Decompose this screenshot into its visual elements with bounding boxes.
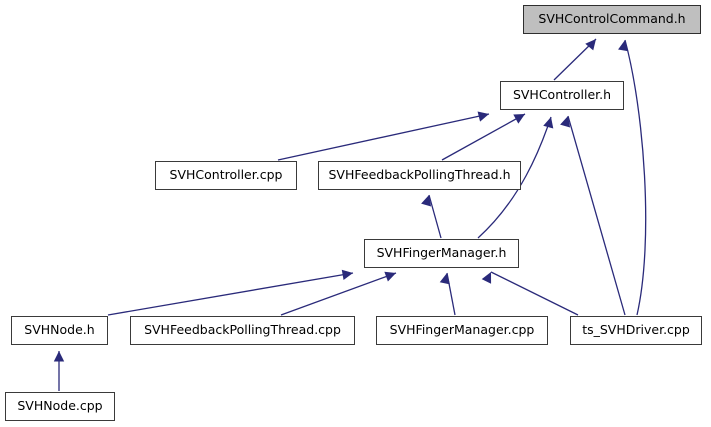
- arrowhead: [341, 269, 353, 280]
- graph-node-controller_cpp[interactable]: SVHController.cpp: [155, 161, 297, 190]
- arrowhead: [421, 195, 432, 207]
- arrowhead: [560, 116, 571, 128]
- graph-node-controller_h[interactable]: SVHController.h: [500, 81, 624, 110]
- graph-edge-feedback_polling_thread_h-to-controller_h: [441, 113, 526, 161]
- arrowhead: [513, 114, 525, 124]
- arrowhead: [384, 271, 396, 282]
- graph-node-label: SVHController.h: [512, 87, 612, 103]
- graph-node-label: ts_SVHDriver.cpp: [582, 322, 690, 338]
- graph-node-label: SVHFingerManager.h: [376, 245, 507, 261]
- graph-node-ts_svhdriver_cpp[interactable]: ts_SVHDriver.cpp: [570, 316, 702, 345]
- graph-node-node_cpp[interactable]: SVHNode.cpp: [5, 392, 115, 421]
- graph-node-label: SVHController.cpp: [169, 167, 283, 183]
- graph-node-label: SVHFingerManager.cpp: [389, 322, 535, 338]
- graph-node-label: SVHNode.h: [24, 322, 95, 338]
- graph-edge-ts_svhdriver_cpp-to-controller_h: [560, 115, 626, 316]
- graph-node-label: SVHControlCommand.h: [538, 11, 686, 27]
- graph-node-finger_manager_cpp[interactable]: SVHFingerManager.cpp: [376, 316, 548, 345]
- arrowhead: [481, 272, 492, 284]
- arrowhead: [585, 39, 596, 51]
- arrowhead: [53, 351, 65, 362]
- arrowhead: [477, 111, 489, 122]
- graph-node-feedback_polling_thread_cpp[interactable]: SVHFeedbackPollingThread.cpp: [130, 316, 355, 345]
- graph-edge-controller_h-to-control_command_h: [553, 38, 597, 81]
- graph-node-label: SVHFeedbackPollingThread.h: [328, 167, 511, 183]
- graph-node-node_h[interactable]: SVHNode.h: [11, 316, 108, 345]
- arrowhead: [439, 273, 450, 285]
- graph-edge-finger_manager_h-to-feedback_polling_thread_h: [421, 194, 442, 239]
- graph-node-label: SVHNode.cpp: [17, 398, 103, 414]
- graph-edge-finger_manager_cpp-to-finger_manager_h: [439, 272, 456, 316]
- graph-node-label: SVHFeedbackPollingThread.cpp: [144, 322, 341, 338]
- graph-edge-feedback_polling_thread_cpp-to-finger_manager_h: [280, 271, 397, 316]
- graph-node-feedback_polling_thread_h[interactable]: SVHFeedbackPollingThread.h: [318, 161, 521, 190]
- arrowhead: [618, 40, 629, 52]
- graph-node-control_command_h[interactable]: SVHControlCommand.h: [523, 5, 701, 34]
- graph-edge-controller_cpp-to-controller_h: [277, 111, 490, 161]
- graph-edge-ts_svhdriver_cpp-to-finger_manager_h: [481, 271, 579, 316]
- graph-node-finger_manager_h[interactable]: SVHFingerManager.h: [364, 239, 519, 268]
- arrowhead: [543, 117, 554, 129]
- graph-edge-node_h-to-finger_manager_h: [107, 269, 354, 316]
- graph-edge-node_cpp-to-node_h: [53, 351, 65, 391]
